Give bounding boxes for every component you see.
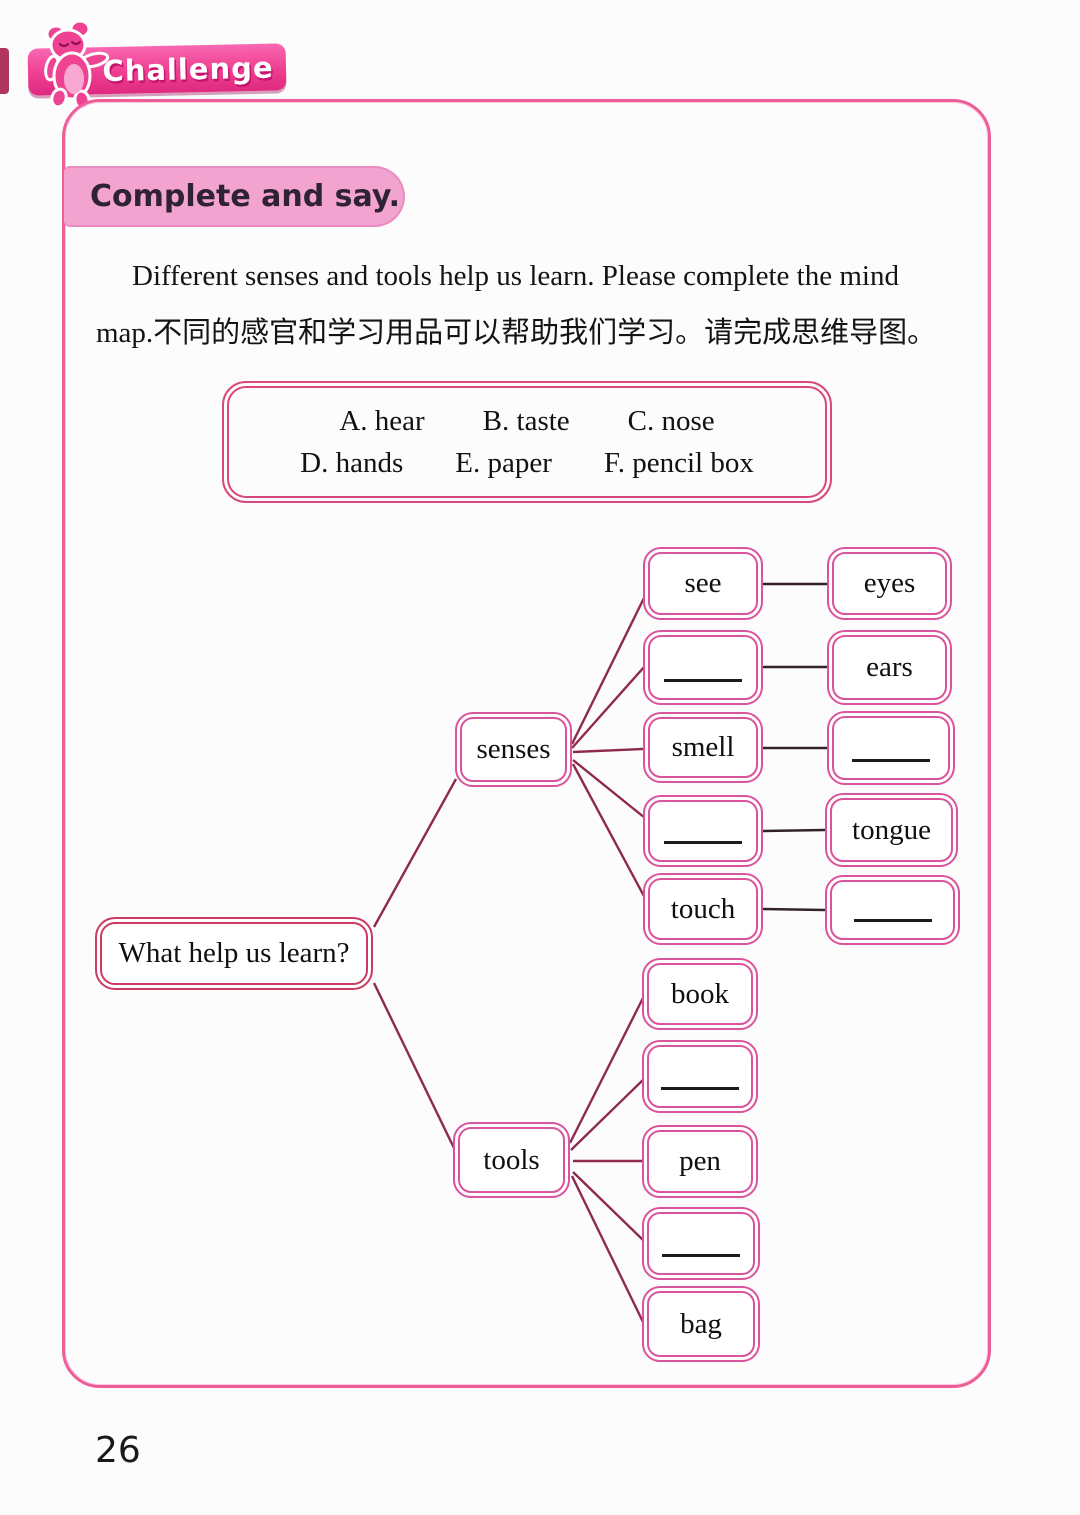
mindmap-node-tongue: tongue <box>825 793 958 867</box>
mindmap-node-book: book <box>642 958 758 1030</box>
word-bank-option-c: C. nose <box>627 404 715 437</box>
word-bank-option-b: B. taste <box>482 404 570 437</box>
mindmap-node-bag: bag <box>642 1286 760 1362</box>
mindmap-node-touch: touch <box>643 873 763 945</box>
word-bank-option-f: F. pencil box <box>603 446 754 479</box>
challenge-badge-label: Challenge <box>102 50 274 88</box>
bear-mascot-icon <box>44 19 110 110</box>
word-bank-option-a: A. hear <box>339 404 425 437</box>
instruction-line-chinese: map.不同的感官和学习用品可以帮助我们学习。请完成思维导图。 <box>96 317 937 349</box>
section-title-bar: Complete and say. <box>64 166 405 227</box>
tools-label: tools <box>483 1143 540 1176</box>
pen-label: pen <box>679 1145 721 1177</box>
mindmap-node-tools: tools <box>453 1122 570 1198</box>
smell-label: smell <box>671 731 735 763</box>
book-label: book <box>671 977 729 1010</box>
word-bank-option-d: D. hands <box>300 446 404 479</box>
mindmap-blank-node-organ-3[interactable] <box>827 711 955 785</box>
mindmap-blank-node-organ-5[interactable] <box>825 875 960 945</box>
exercise-frame <box>62 99 991 1388</box>
mindmap-blank-node-tool-2[interactable] <box>642 1040 758 1113</box>
root-label: What help us learn? <box>118 937 350 969</box>
tongue-label: tongue <box>852 813 931 846</box>
instruction-paragraph: Different senses and tools help us learn… <box>96 248 968 362</box>
word-bank-row-1: A. hear B. taste C. nose <box>339 405 714 438</box>
senses-label: senses <box>476 733 551 765</box>
word-bank-box: A. hear B. taste C. nose D. hands E. pap… <box>222 381 832 503</box>
section-title: Complete and say. <box>90 179 401 214</box>
mindmap-node-see: see <box>643 547 763 620</box>
bag-label: bag <box>680 1307 722 1340</box>
mindmap-node-smell: smell <box>643 712 763 783</box>
touch-label: touch <box>670 892 736 925</box>
ears-label: ears <box>866 651 913 683</box>
mindmap-node-eyes: eyes <box>827 547 952 620</box>
instruction-line-english: Different senses and tools help us learn… <box>132 260 899 292</box>
mindmap-node-ears: ears <box>827 630 952 705</box>
mindmap-blank-node-sense-2[interactable] <box>643 630 763 705</box>
word-bank-row-2: D. hands E. paper F. pencil box <box>300 447 754 480</box>
page-edge-tab <box>0 48 9 94</box>
mindmap-blank-node-sense-4[interactable] <box>643 795 763 867</box>
word-bank-option-e: E. paper <box>455 446 552 479</box>
mindmap-node-pen: pen <box>642 1125 758 1198</box>
mindmap-root-node: What help us learn? <box>95 917 373 990</box>
page-number: 26 <box>95 1430 141 1471</box>
see-label: see <box>684 567 722 599</box>
mindmap-node-senses: senses <box>455 712 572 787</box>
mindmap-blank-node-tool-4[interactable] <box>642 1207 760 1280</box>
eyes-label: eyes <box>863 567 916 599</box>
